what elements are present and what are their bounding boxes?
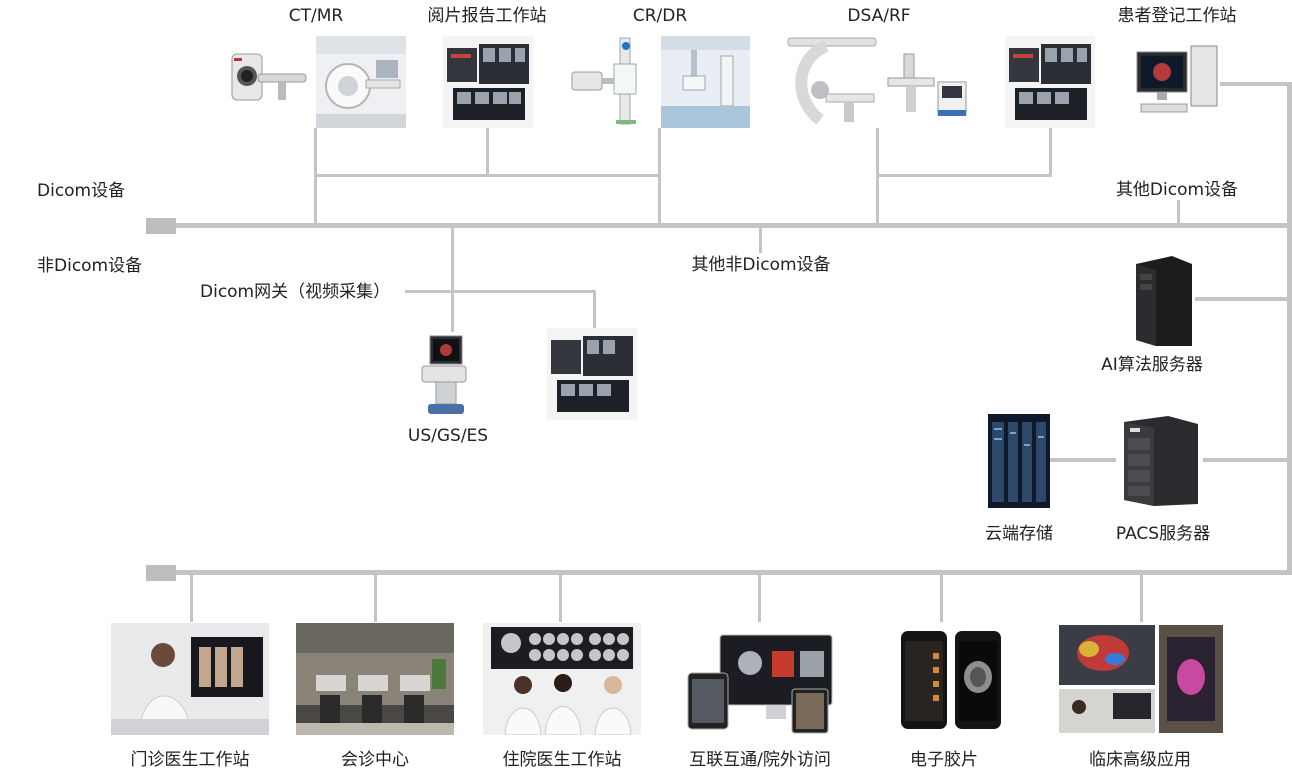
reading-workstation-image [443, 36, 533, 128]
ct-mr-label: CT/MR [288, 6, 344, 26]
clinical-advanced-image [1059, 623, 1223, 735]
registration-link-line [1220, 82, 1290, 86]
rf-table-image [880, 48, 970, 126]
cr-stand-image [568, 34, 656, 128]
interconnect-label: 互联互通/院外访问 [689, 750, 831, 770]
cloud-link-line [1050, 458, 1116, 462]
dsa-rf-label: DSA/RF [847, 6, 911, 26]
e-film-phones-image [877, 623, 1019, 735]
ai-server-label: AI算法服务器 [1101, 355, 1203, 375]
ct-scanner-image [228, 48, 310, 106]
clinical-adv-label: 临床高级应用 [1089, 750, 1191, 770]
interconnect-devices-image [680, 623, 840, 735]
consult-drop-line [374, 574, 377, 622]
dsa-ws-drop-line [1049, 128, 1052, 176]
other-non-dicom-line [759, 227, 762, 253]
dsa-carm-image [786, 30, 878, 128]
cr-dr-label: CR/DR [632, 6, 688, 26]
ai-server-image [1132, 254, 1196, 348]
inpatient-ws-label: 住院医生工作站 [502, 750, 622, 770]
gateway-drop-line [451, 227, 454, 332]
other-non-dicom-label: 其他非Dicom设备 [691, 255, 831, 275]
cloud-storage-label: 云端存储 [985, 524, 1053, 544]
interconnect-drop-line [758, 574, 761, 622]
gateway-hline [405, 290, 595, 293]
right-trunk-line [1287, 82, 1292, 575]
gateway-ws-drop-line [593, 290, 596, 330]
dicom-bus-line [150, 223, 1290, 228]
app-bus-line [150, 570, 1290, 575]
consult-center-label: 会诊中心 [341, 750, 409, 770]
outpatient-ws-label: 门诊医生工作站 [130, 750, 250, 770]
outpatient-photo [111, 623, 269, 735]
pacs-server-label: PACS服务器 [1115, 524, 1211, 544]
consult-center-photo [296, 623, 454, 735]
e-film-label: 电子胶片 [910, 750, 978, 770]
other-dicom-drop-line [1177, 200, 1180, 224]
gateway-workstation-image [547, 328, 637, 420]
top-group-hline [314, 174, 661, 177]
us-gs-es-label: US/GS/ES [407, 426, 489, 446]
efilm-drop-line [940, 574, 943, 622]
clinical-drop-line [1140, 574, 1143, 622]
reading-ws-label: 阅片报告工作站 [427, 6, 547, 26]
mr-room-image [316, 36, 406, 128]
inpatient-drop-line [559, 574, 562, 622]
registration-pc-image [1135, 42, 1223, 124]
cr-drop-line [658, 128, 661, 224]
pacs-server-image [1118, 414, 1204, 508]
ai-server-link-line [1195, 297, 1290, 301]
other-dicom-label: 其他Dicom设备 [1115, 180, 1239, 200]
pacs-link-line [1203, 458, 1290, 462]
outpatient-drop-line [190, 574, 193, 622]
dsa-group-hline [876, 174, 1052, 177]
reading-drop-line [486, 128, 489, 176]
ultrasound-image [414, 334, 472, 420]
dicom-bus-terminal [146, 218, 176, 234]
cloud-storage-image [988, 414, 1050, 508]
non-dicom-devices-label: 非Dicom设备 [37, 256, 143, 276]
dsa-workstation-image [1005, 36, 1095, 128]
inpatient-photo [483, 623, 641, 735]
dr-room-image [661, 36, 750, 128]
dicom-devices-label: Dicom设备 [37, 181, 126, 201]
dicom-gateway-label: Dicom网关（视频采集） [200, 282, 391, 302]
registration-ws-label: 患者登记工作站 [1117, 6, 1237, 26]
app-bus-terminal [146, 565, 176, 581]
